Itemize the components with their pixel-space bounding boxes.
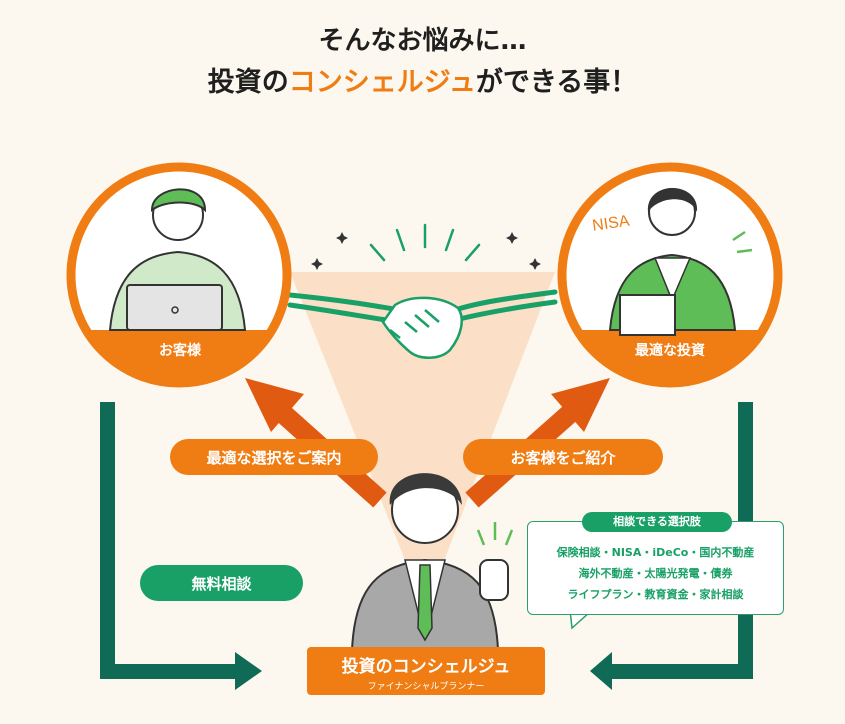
customer-label: お客様	[159, 343, 201, 359]
choices-line: 海外不動産・太陽光発電・債券	[578, 567, 733, 580]
heading-line1: そんなお悩みに…	[318, 26, 527, 56]
introduce-pill: お客様をご紹介	[463, 439, 663, 475]
left-green-arrow	[100, 402, 262, 690]
concierge-title: 投資のコンシェルジュ	[341, 657, 511, 677]
concierge-subtitle: ファイナンシャルプランナー	[367, 682, 485, 692]
choices-line: 保険相談・NISA・iDeCo・国内不動産	[556, 546, 755, 559]
investment-label: 最適な投資	[635, 343, 705, 359]
free-consult-pill: 無料相談	[140, 565, 303, 601]
advisor-woman-illustration	[608, 188, 753, 336]
triangle-background	[290, 272, 555, 610]
concierge-man-illustration	[350, 473, 514, 651]
choices-bubble: 相談できる選択肢 保険相談・NISA・iDeCo・国内不動産 海外不動産・太陽光…	[527, 512, 784, 615]
choices-title: 相談できる選択肢	[582, 512, 732, 532]
heading-line2: 投資のコンシェルジュができる事！	[0, 60, 845, 99]
customer-person-illustration	[108, 188, 247, 331]
guide-pill: 最適な選択をご案内	[170, 439, 378, 475]
handshake-hands	[381, 296, 463, 359]
heading-suffix: ができる事！	[475, 67, 638, 98]
heading-highlight: コンシェルジュ	[288, 67, 476, 98]
sparkle-stars	[311, 232, 541, 270]
choices-line: ライフプラン・教育資金・家計相談	[567, 588, 744, 601]
nisa-text: NISA	[591, 213, 631, 235]
customer-circle	[66, 162, 292, 388]
heading-prefix: 投資の	[207, 67, 289, 98]
sparkle-lines	[369, 223, 481, 262]
concierge-box: 投資のコンシェルジュ ファイナンシャルプランナー	[307, 647, 545, 695]
